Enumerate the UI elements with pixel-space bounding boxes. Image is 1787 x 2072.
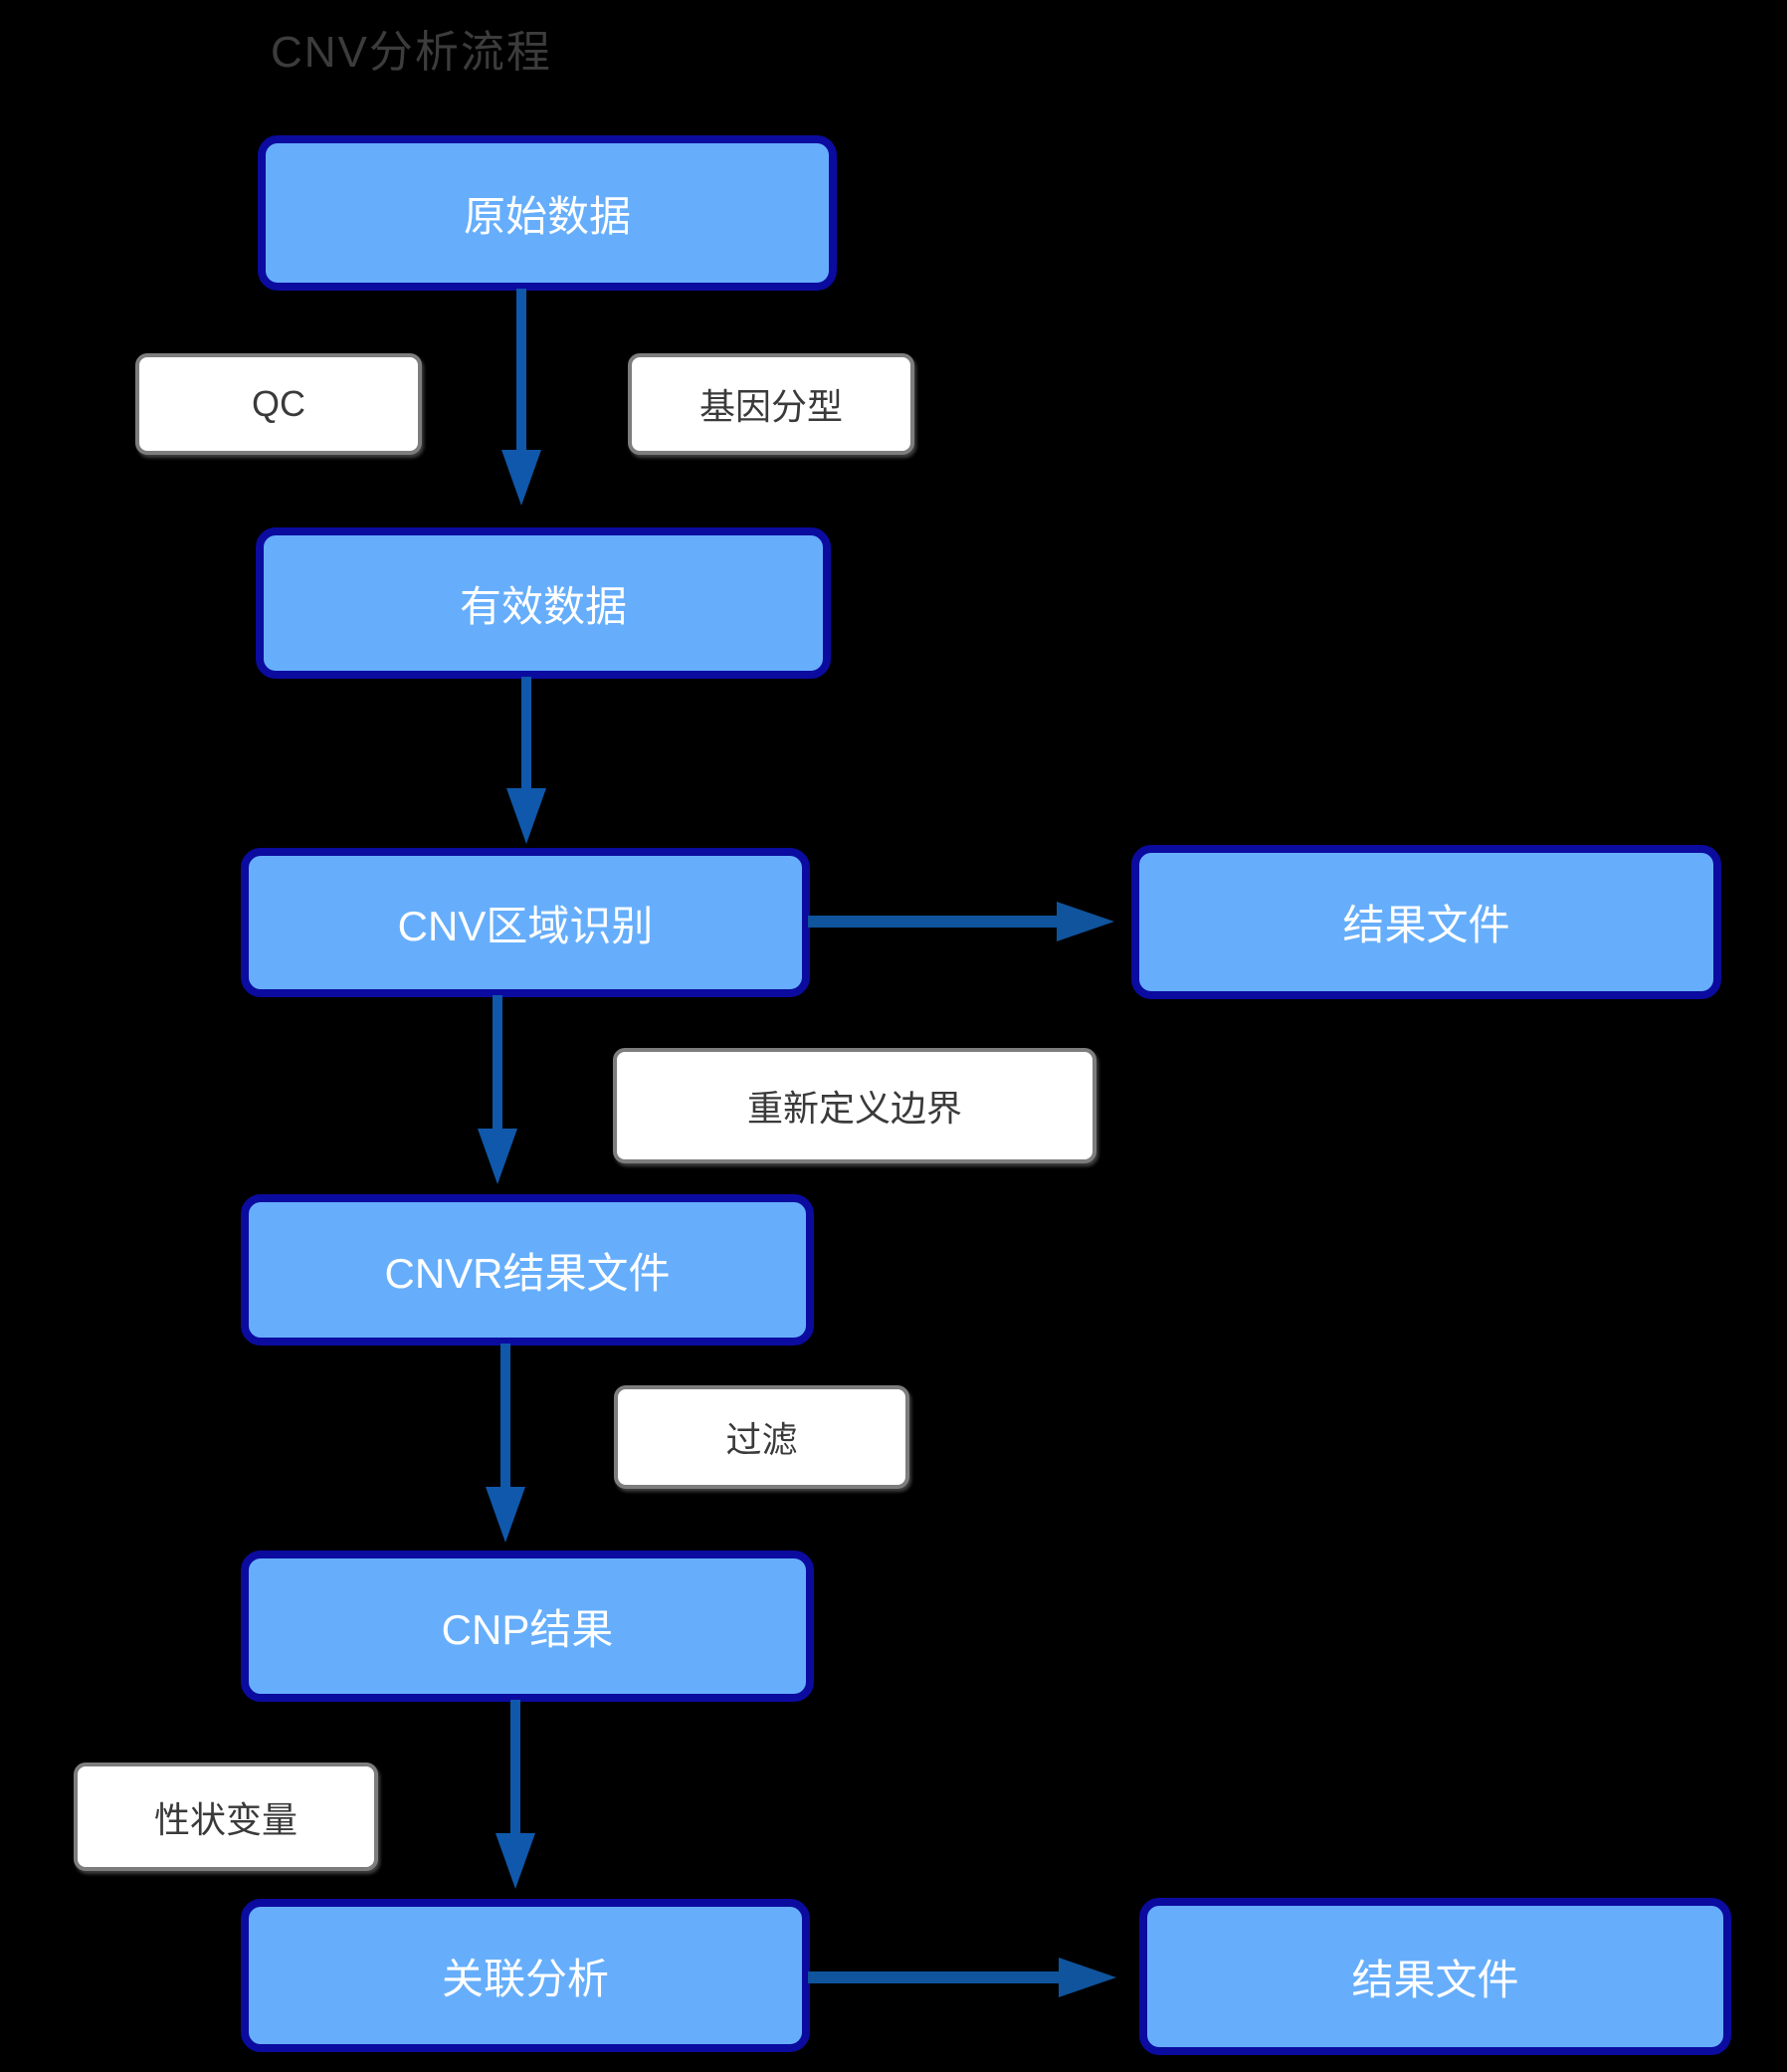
- edge-label-trait-variable: 性状变量: [74, 1762, 378, 1871]
- edge-label-redefine-boundary-text: 重新定义边界: [746, 1088, 962, 1129]
- node-cnv-region-label: CNV区域识别: [397, 902, 654, 949]
- node-cnp-result: CNP结果: [241, 1551, 814, 1702]
- arrow-cnv-to-result-head-icon: [1057, 902, 1114, 941]
- arrow-raw-to-valid-line: [516, 289, 526, 450]
- arrow-cnp-to-association-head-icon: [496, 1833, 535, 1889]
- diagram-title: CNV分析流程: [271, 28, 552, 77]
- node-result-file-top: 结果文件: [1131, 845, 1721, 999]
- edge-label-filter-text: 过滤: [725, 1419, 798, 1460]
- edge-label-genotyping-text: 基因分型: [698, 386, 843, 427]
- node-association-analysis: 关联分析: [241, 1899, 810, 2052]
- arrow-valid-to-cnv-head-icon: [506, 788, 546, 844]
- edge-label-qc: QC: [135, 353, 422, 455]
- node-cnvr-result-file: CNVR结果文件: [241, 1194, 814, 1346]
- edge-label-qc-text: QC: [252, 383, 305, 424]
- node-result-file-bottom-label: 结果文件: [1351, 1956, 1519, 2003]
- node-raw-data: 原始数据: [258, 135, 837, 291]
- arrow-association-to-result-head-icon: [1059, 1958, 1116, 1997]
- arrow-cnv-to-result-line: [808, 916, 1057, 928]
- node-association-analysis-label: 关联分析: [441, 1955, 609, 2002]
- arrow-cnv-to-cnvr-line: [493, 995, 502, 1129]
- node-valid-data-label: 有效数据: [459, 582, 627, 630]
- arrow-association-to-result-line: [808, 1971, 1059, 1983]
- arrow-cnvr-to-cnp-line: [500, 1344, 510, 1487]
- edge-label-filter: 过滤: [614, 1385, 909, 1489]
- arrow-valid-to-cnv-line: [521, 677, 531, 788]
- node-result-file-bottom: 结果文件: [1139, 1898, 1731, 2055]
- edge-label-redefine-boundary: 重新定义边界: [613, 1048, 1096, 1163]
- arrow-cnvr-to-cnp-head-icon: [486, 1487, 525, 1543]
- edge-label-genotyping: 基因分型: [628, 353, 914, 455]
- node-cnv-region-identification: CNV区域识别: [241, 848, 810, 997]
- edge-label-trait-variable-text: 性状变量: [153, 1798, 298, 1840]
- node-cnvr-result-file-label: CNVR结果文件: [384, 1249, 671, 1297]
- node-raw-data-label: 原始数据: [463, 192, 631, 240]
- node-result-file-top-label: 结果文件: [1342, 902, 1510, 948]
- node-valid-data: 有效数据: [256, 527, 831, 679]
- arrow-cnp-to-association-line: [510, 1700, 520, 1833]
- arrow-cnv-to-cnvr-head-icon: [478, 1129, 517, 1184]
- node-cnp-result-label: CNP结果: [441, 1605, 614, 1653]
- arrow-raw-to-valid-head-icon: [501, 450, 541, 506]
